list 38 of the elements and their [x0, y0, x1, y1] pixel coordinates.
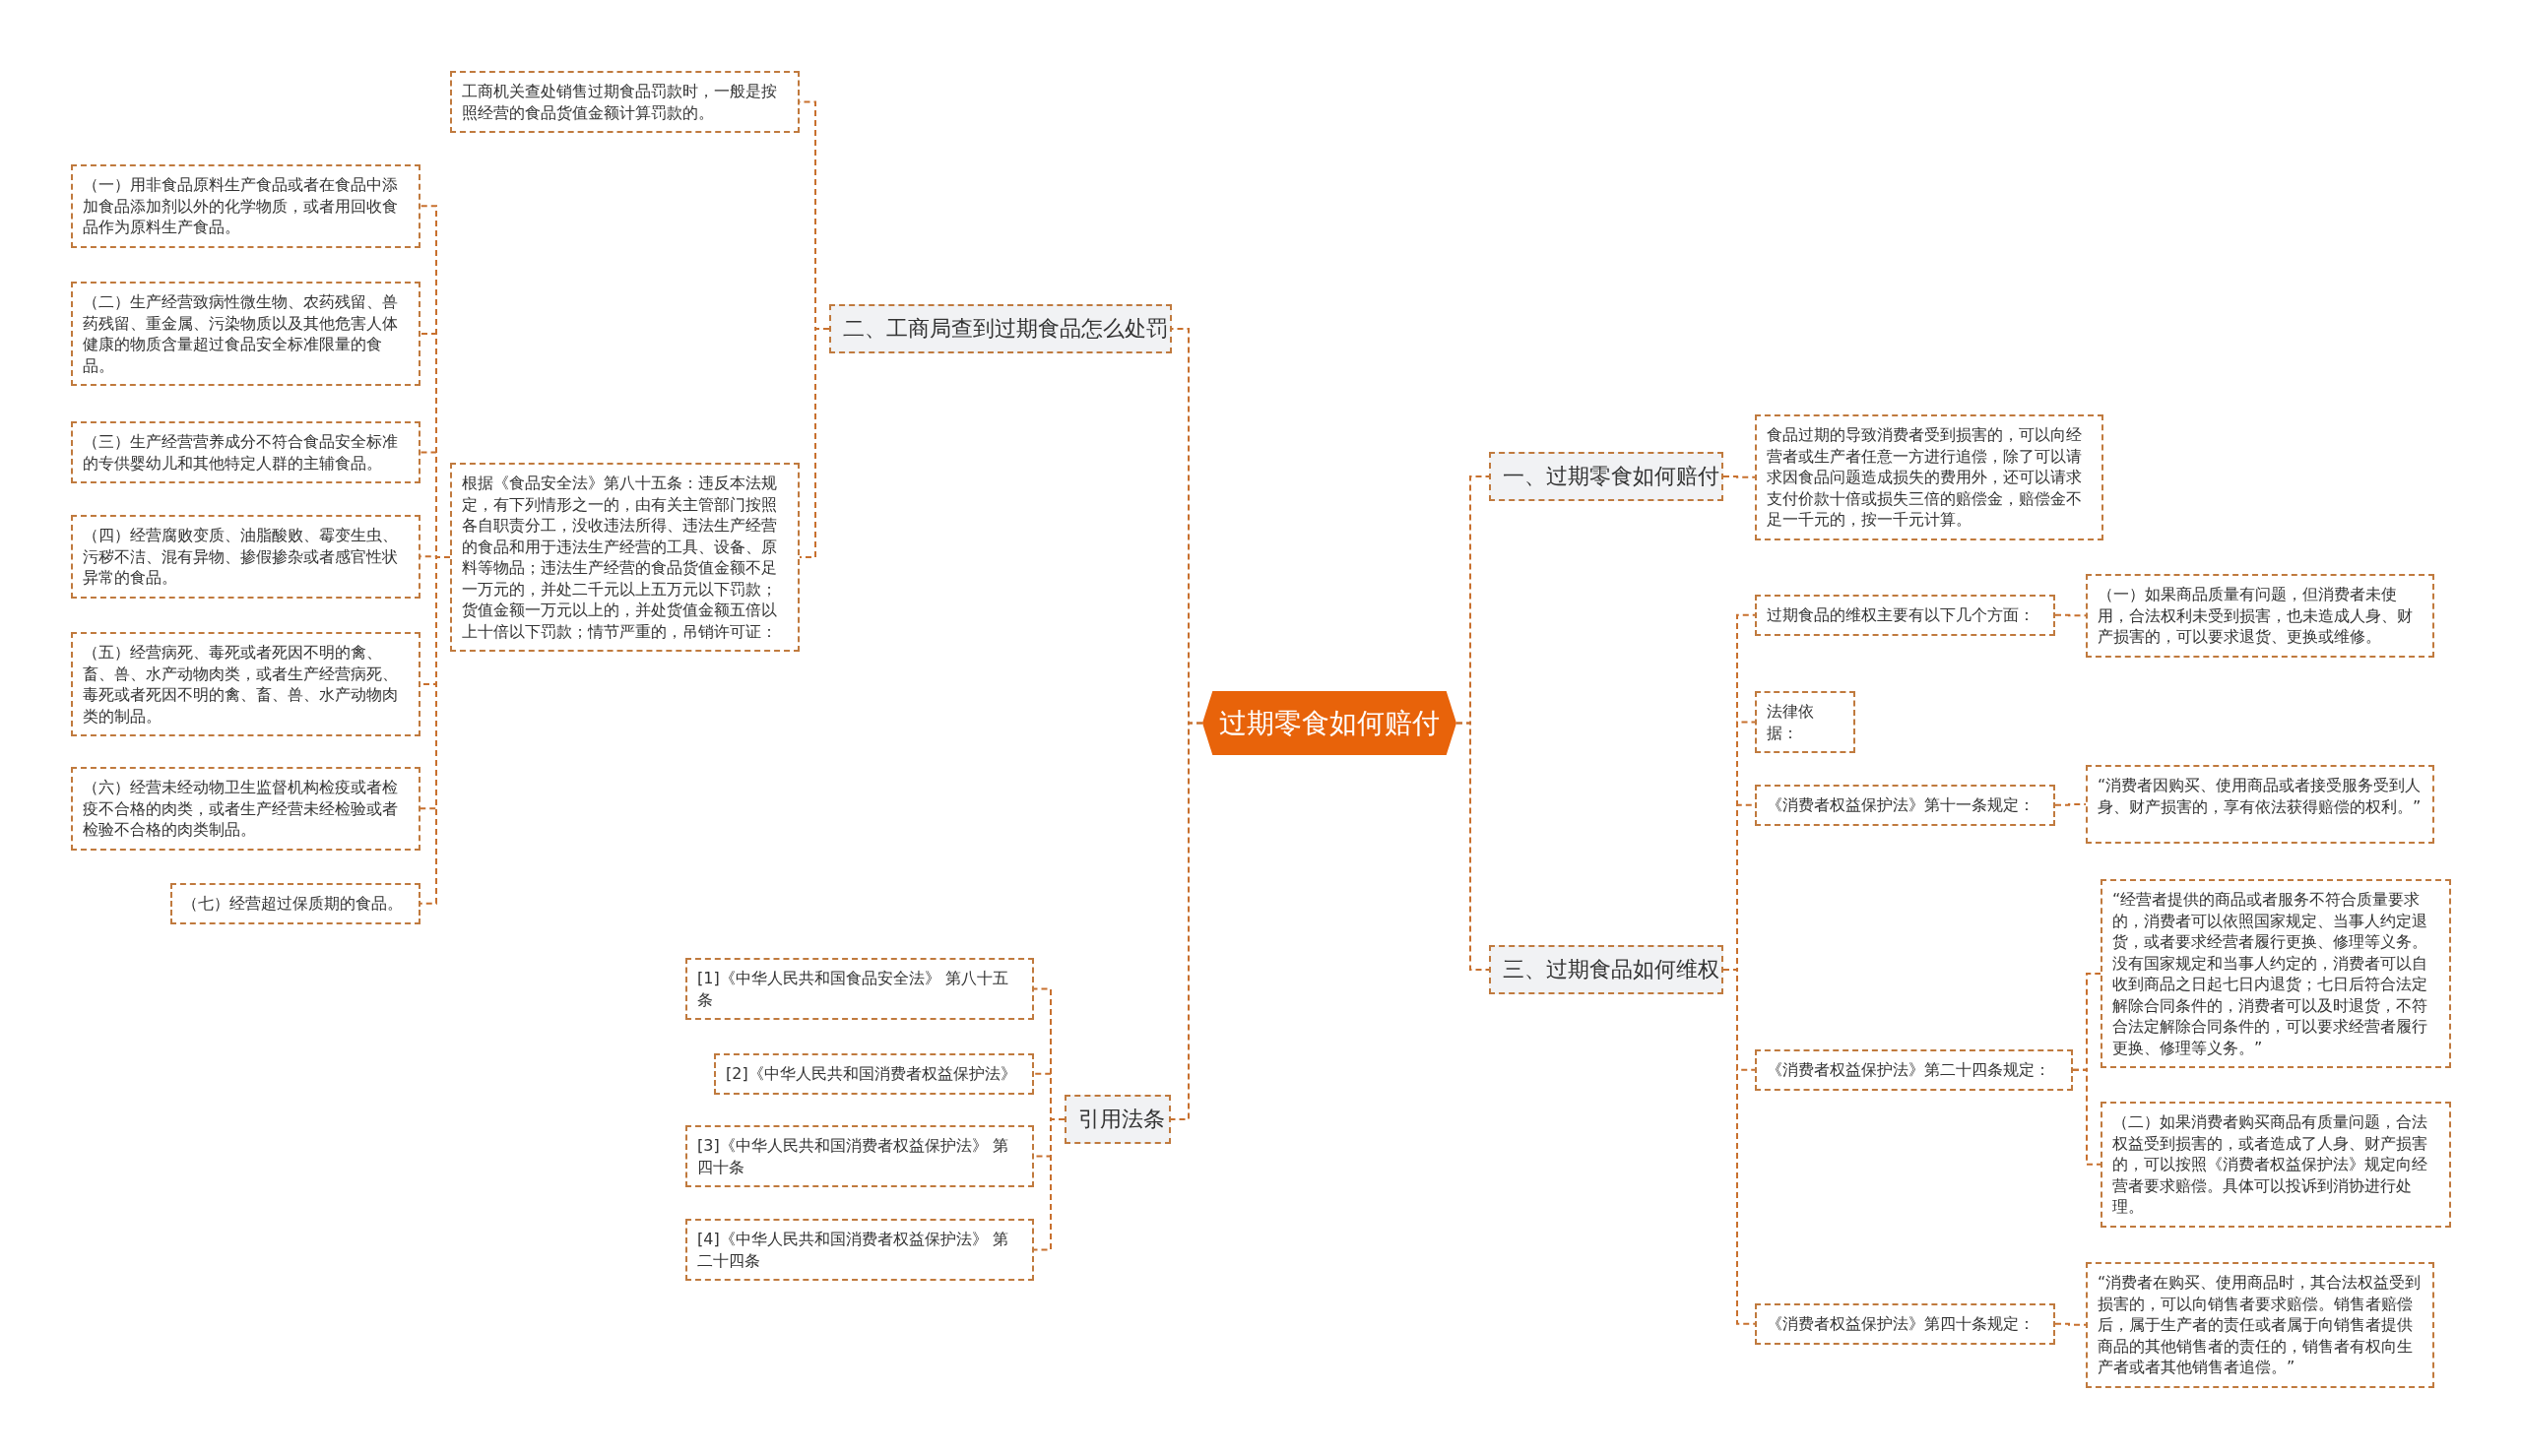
connector — [2072, 1068, 2101, 1166]
connector — [2054, 613, 2087, 617]
text-box: 根据《食品安全法》第八十五条：违反本法规定，有下列情形之一的，由有关主管部门按照各自职责分工，没收违法所得、违法生产经营的食品和用于违法生产经营的工具、设备、原料等物品；违法生产经营的食品货值金额不足一万元的，并处二千元以上五万元以下罚款；货值金额一万元以上的，并处货值金额五倍以上十倍以下罚款；情节严重的，吊销许可证： — [450, 463, 800, 652]
text-box: 工商机关查处销售过期食品罚款时，一般是按照经营的食品货值金额计算罚款的。 — [450, 71, 800, 133]
text-box: 过期食品的维权主要有以下几个方面： — [1755, 595, 2055, 636]
text-box: [4]《中华人民共和国消费者权益保护法》 第二十四条 — [685, 1219, 1034, 1281]
text-box: “消费者在购买、使用商品时，其合法权益受到损害的，可以向销售者要求赔偿。销售者赔偿后，属于生产者的责任或者属于向销售者提供商品的其他销售者的责任的，销售者有权向生产者或者其他销售者追偿。” — [2086, 1262, 2434, 1388]
connector — [799, 328, 830, 558]
text-box: （二）生产经营致病性微生物、农药残留、兽药残留、重金属、污染物质以及其他危害人体健康的物质含量超过食品安全标准限量的食品。 — [71, 282, 420, 386]
text-box: 食品过期的导致消费者受到损害的，可以向经营者或生产者任意一方进行追偿，除了可以请求因食品问题造成损失的费用外，还可以请求支付价款十倍或损失三倍的赔偿金，赔偿金不足一千元的，按一千元计算。 — [1755, 414, 2103, 540]
text-box: 法律依据： — [1755, 691, 1855, 753]
topic-box: 二、工商局查到过期食品怎么处罚 — [829, 304, 1172, 353]
text-box: [3]《中华人民共和国消费者权益保护法》 第四十条 — [685, 1125, 1034, 1187]
topic-box: 引用法条 — [1065, 1095, 1171, 1144]
text-box: （六）经营未经动物卫生监督机构检疫或者检疫不合格的肉类，或者生产经营未经检验或者检验不合格的肉类制品。 — [71, 767, 420, 851]
connector — [1722, 475, 1756, 478]
text-box: [2]《中华人民共和国消费者权益保护法》 — [714, 1053, 1034, 1095]
text-box: [1]《中华人民共和国食品安全法》 第八十五条 — [685, 958, 1034, 1020]
text-box: 《消费者权益保护法》第二十四条规定： — [1755, 1049, 2073, 1091]
text-box: （五）经营病死、毒死或者死因不明的禽、畜、兽、水产动物肉类，或者生产经营病死、毒死或者死因不明的禽、畜、兽、水产动物肉类的制品。 — [71, 632, 420, 736]
topic-box: 三、过期食品如何维权 — [1489, 945, 1723, 994]
topic-box: 一、过期零食如何赔付 — [1489, 452, 1723, 501]
text-box: 《消费者权益保护法》第四十条规定： — [1755, 1303, 2055, 1345]
connector — [2054, 1322, 2087, 1326]
text-box: （七）经营超过保质期的食品。 — [170, 883, 420, 924]
connector — [1033, 1118, 1066, 1251]
text-box: （二）如果消费者购买商品有质量问题，合法权益受到损害的，或者造成了人身、财产损害的，可以按照《消费者权益保护法》规定向经营者要求赔偿。具体可以投诉到消协进行处理。 — [2101, 1102, 2451, 1228]
text-box: （四）经营腐败变质、油脂酸败、霉变生虫、污秽不洁、混有异物、掺假掺杂或者感官性状异常的食品。 — [71, 515, 420, 599]
connector — [1170, 722, 1203, 1120]
text-box: （三）生产经营营养成分不符合食品安全标准的专供婴幼儿和其他特定人群的主辅食品。 — [71, 421, 420, 483]
central-topic: 过期零食如何赔付 — [1202, 691, 1456, 755]
text-box: “经营者提供的商品或者服务不符合质量要求的，消费者可以依照国家规定、当事人约定退货，或者要求经营者履行更换、修理等义务。没有国家规定和当事人约定的，消费者可以自收到商品之日起七日内退货；七日后符合法定解除合同条件的，消费者可以及时退货，不符合法定解除合同条件的，可以要求经营者履行更换、修理等义务。” — [2101, 879, 2451, 1068]
connector — [1455, 722, 1490, 971]
connector — [2054, 803, 2087, 806]
text-box: “消费者因购买、使用商品或者接受服务受到人身、财产损害的，享有依法获得赔偿的权利。” — [2086, 765, 2434, 844]
text-box: （一）如果商品质量有问题，但消费者未使用，合法权利未受到损害，也未造成人身、财产损害的，可以要求退货、更换或维修。 — [2086, 574, 2434, 658]
text-box: （一）用非食品原料生产食品或者在食品中添加食品添加剂以外的化学物质，或者用回收食品作为原料生产食品。 — [71, 164, 420, 248]
text-box: 《消费者权益保护法》第十一条规定： — [1755, 785, 2055, 826]
